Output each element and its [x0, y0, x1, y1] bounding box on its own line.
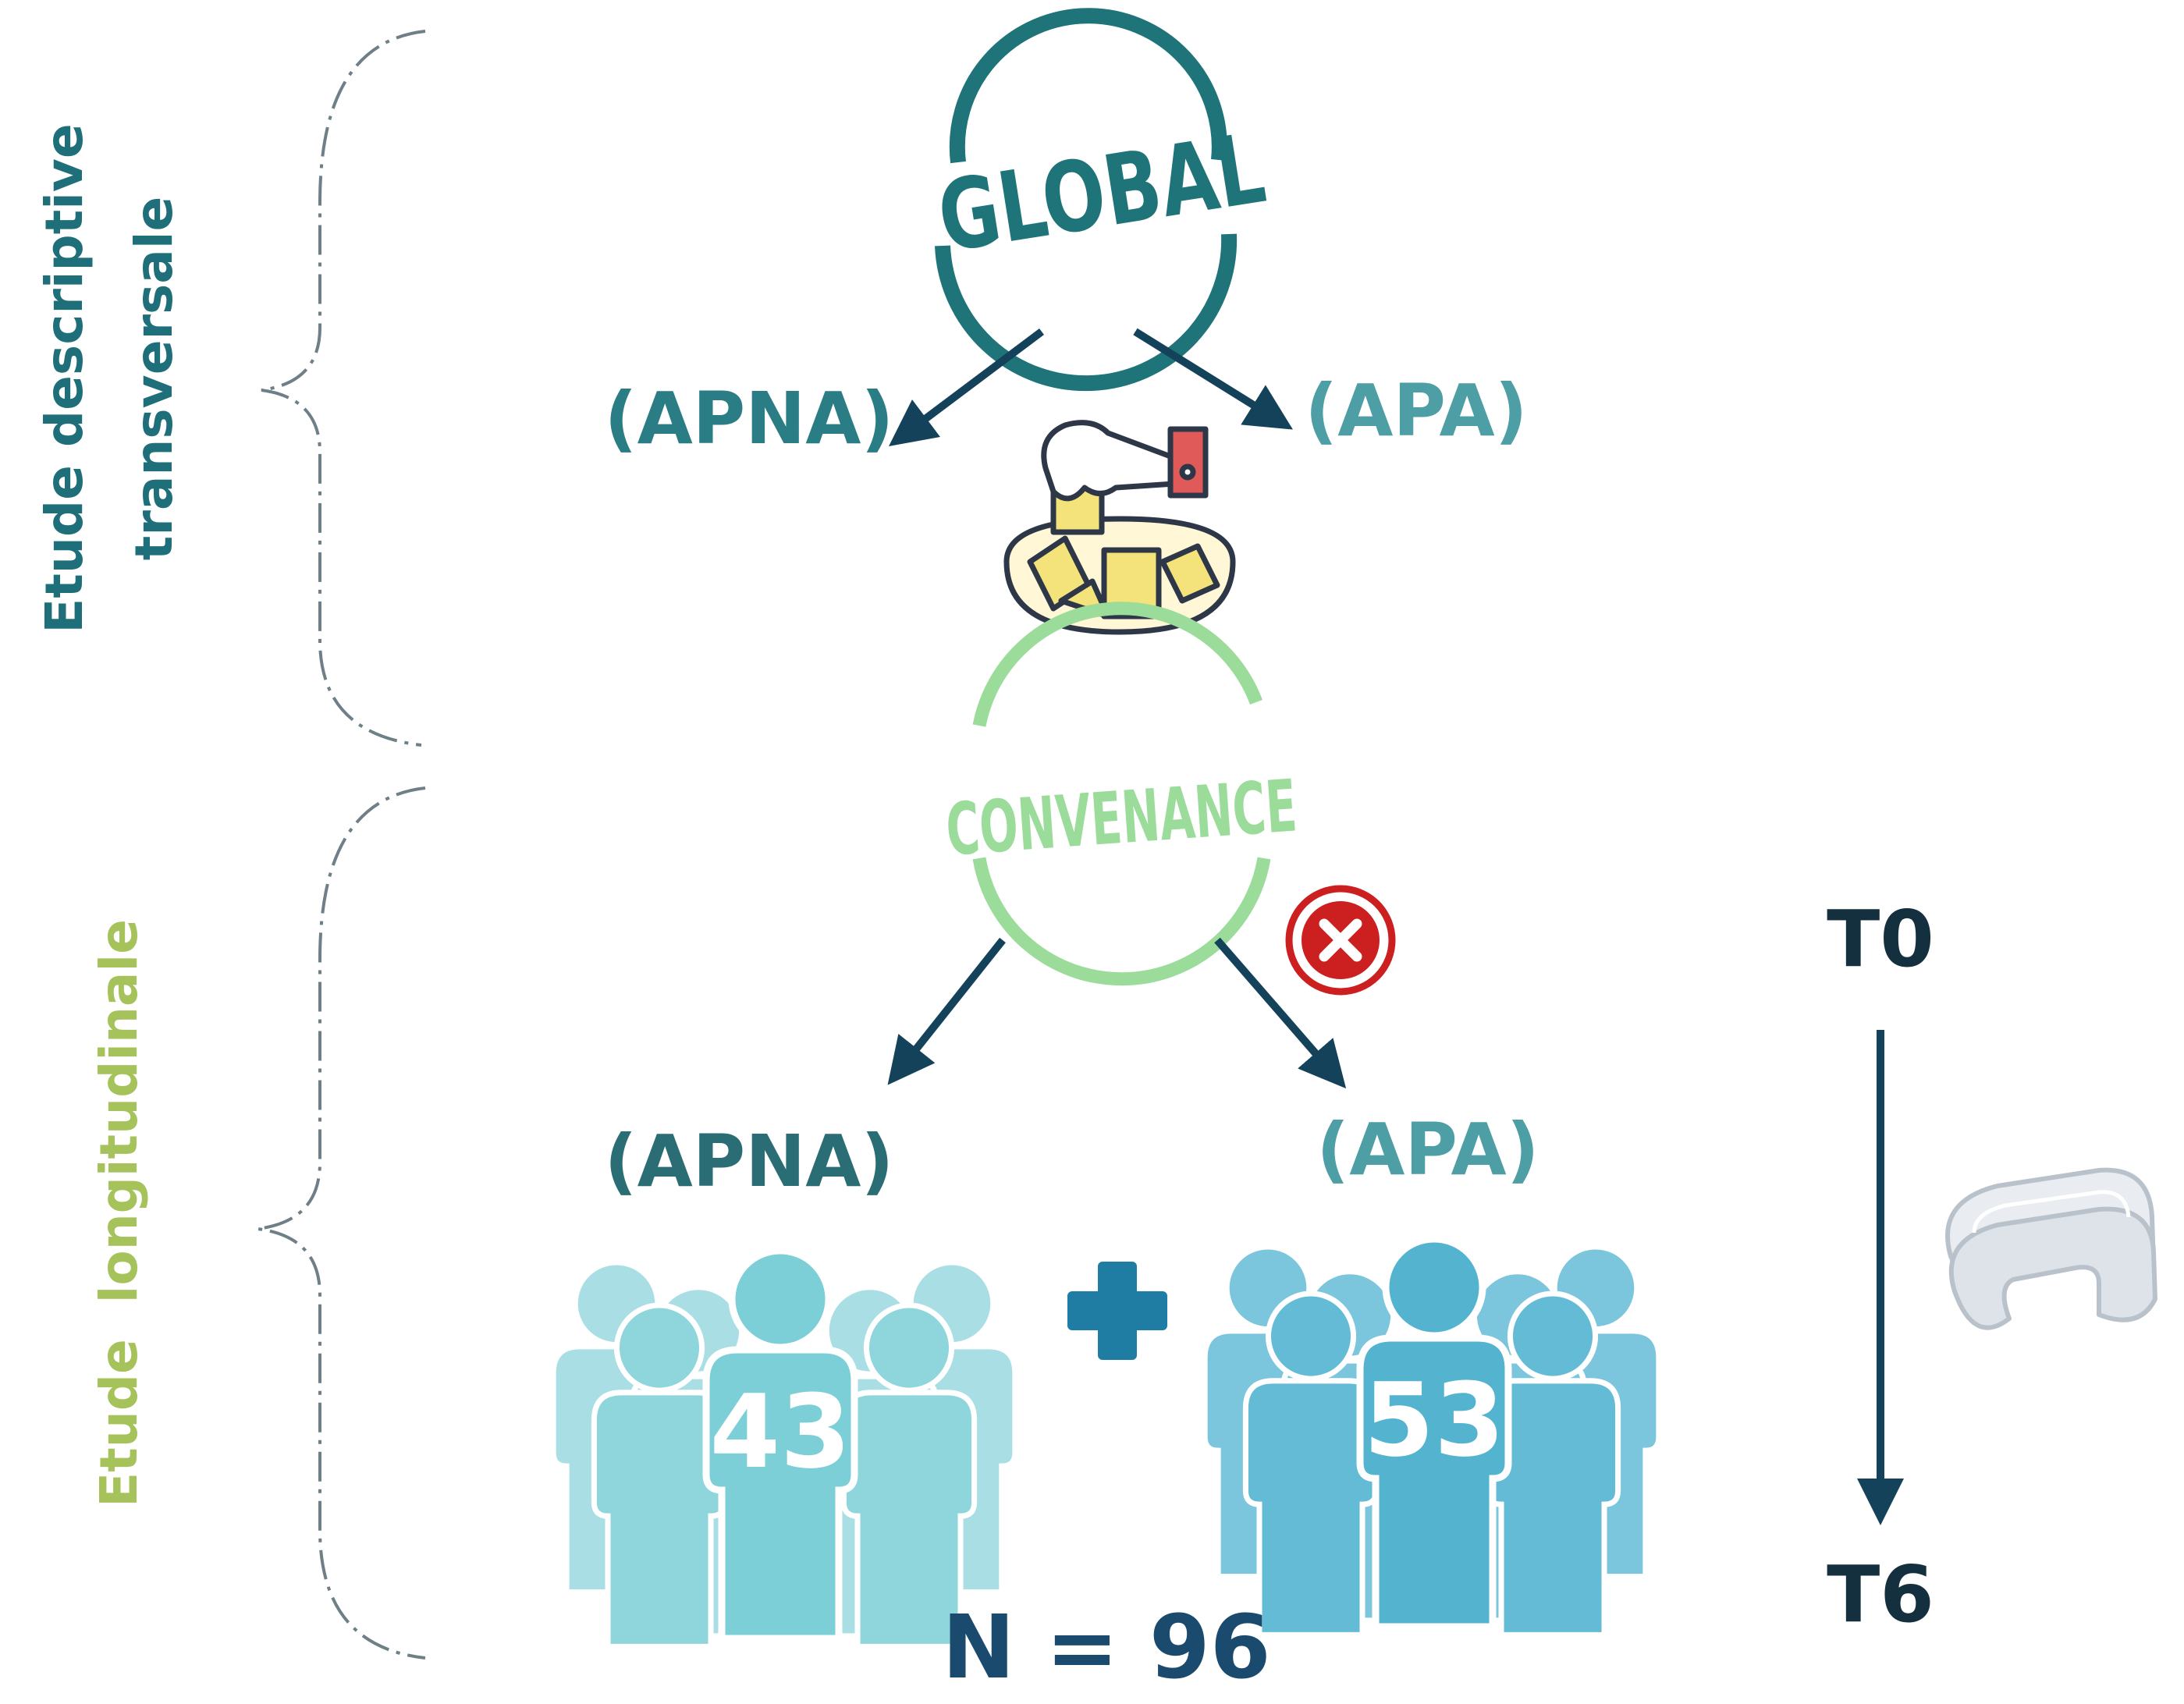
- convenance-stamp-text: CONVENANCE: [943, 764, 1299, 872]
- arrow-global-to-apna: [889, 328, 1044, 446]
- arrow-convenance-to-apna: [887, 937, 1006, 1085]
- people-group-apa: 53: [1205, 1239, 1659, 1635]
- timeline-start-label: T0: [1827, 893, 1934, 985]
- lottery-draw-icon: [1003, 420, 1236, 635]
- arrow-global-to-apa: [1133, 328, 1293, 430]
- cross-sectional-label-line2: transversale: [124, 197, 184, 560]
- mouthguard-icon: [1945, 1167, 2157, 1330]
- excluded-x-icon: [1285, 885, 1396, 996]
- arrow-convenance-to-apa: [1214, 937, 1347, 1089]
- timeline-end-label: T6: [1827, 1549, 1934, 1640]
- top-apa-label: (APA): [1305, 369, 1527, 453]
- global-stamp: GLOBAL: [931, 8, 1272, 392]
- brace-cross-sectional: [261, 30, 426, 747]
- brace-longitudinal: [257, 786, 426, 1660]
- bottom-apa-label: (APA): [1316, 1108, 1539, 1191]
- total-sample-label: N = 96: [942, 1597, 1270, 1699]
- cross-sectional-label-line1: Etude descriptive: [34, 123, 94, 633]
- bottom-apna-label: (APNA): [605, 1120, 894, 1203]
- apa-count: 53: [1364, 1361, 1505, 1479]
- apna-count: 43: [710, 1372, 851, 1491]
- longitudinal-label: Etude longitudinale: [89, 919, 149, 1507]
- people-group-apna: 43: [553, 1251, 1015, 1646]
- top-apna-label: (APNA): [605, 377, 894, 460]
- convenance-stamp: CONVENANCE: [943, 602, 1299, 986]
- plus-icon: [1067, 1262, 1167, 1360]
